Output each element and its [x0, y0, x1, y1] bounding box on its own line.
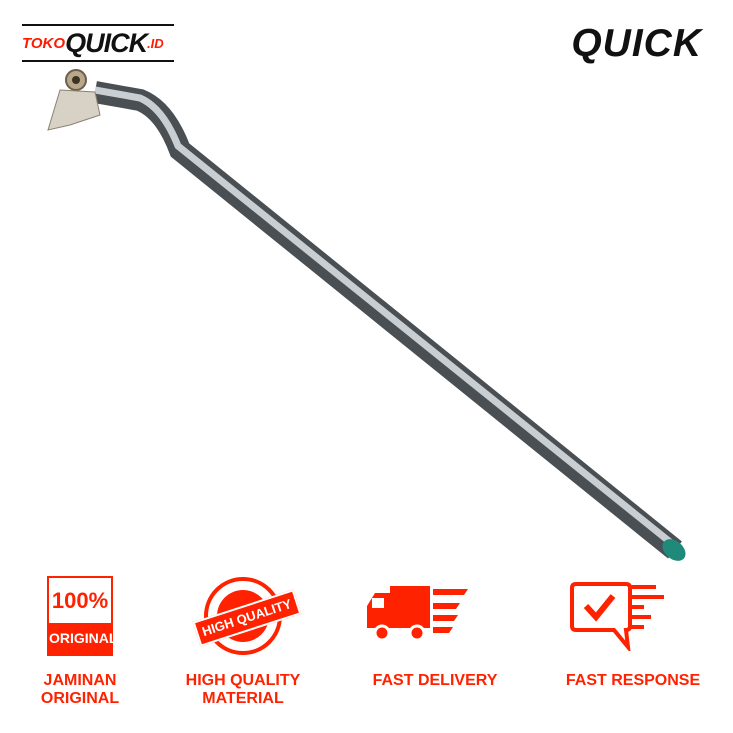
- badge-label-line1: HIGH QUALITY: [185, 672, 301, 689]
- original-badge-icon: 100% ORIGINAL: [47, 576, 118, 656]
- high-quality-stamp-icon: HIGH QUALITY: [192, 577, 302, 655]
- quick-brand-logo: QUICK: [571, 22, 702, 65]
- delivery-truck-icon: [367, 586, 468, 642]
- tokoquick-logo: TOKO QUICK .ID: [22, 24, 174, 62]
- badge-label-line2: MATERIAL: [202, 690, 284, 707]
- badge-label: FAST DELIVERY: [372, 672, 498, 689]
- badge-fast-response: FAST RESPONSE: [553, 570, 713, 690]
- badge-label: FAST RESPONSE: [565, 672, 701, 689]
- badge-label-line1: JAMINAN: [43, 672, 117, 689]
- logo-name: QUICK: [65, 27, 148, 58]
- logo-prefix: TOKO: [22, 34, 66, 52]
- badge-fast-delivery: FAST DELIVERY: [355, 570, 515, 690]
- badge-label-line2: ORIGINAL: [40, 690, 120, 707]
- chat-check-icon: [570, 582, 664, 651]
- badge-icon-text: ORIGINAL: [49, 630, 118, 646]
- logo-suffix: .ID: [147, 35, 164, 51]
- badge-icon-text: 100%: [49, 578, 111, 623]
